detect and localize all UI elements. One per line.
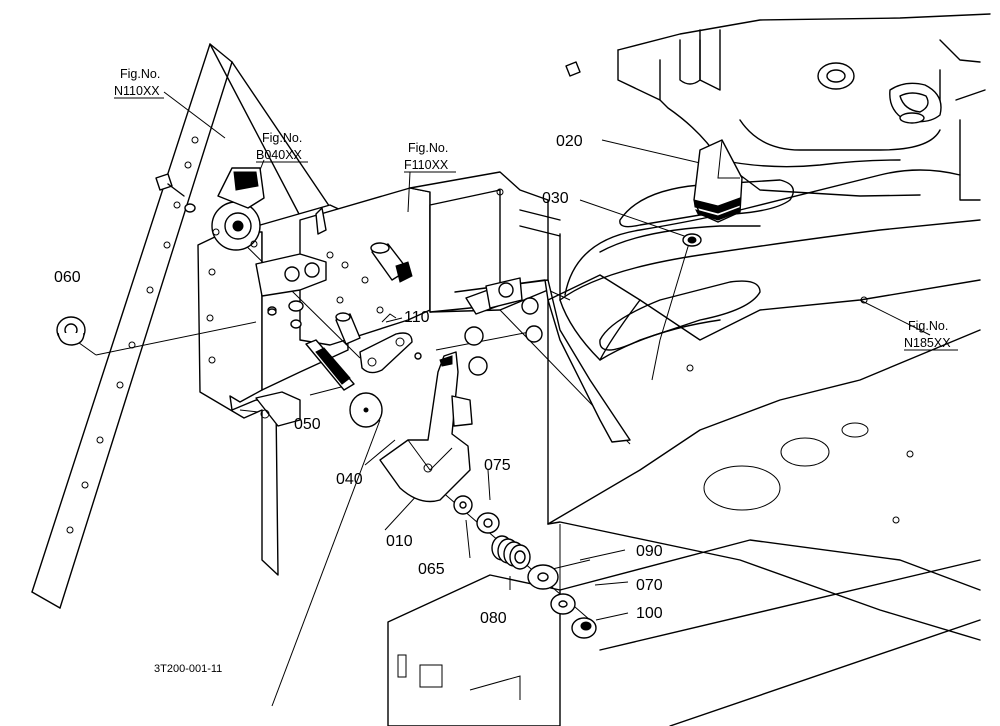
fig-ref-title: Fig.No. [908, 319, 948, 333]
spring-part-080 [491, 535, 531, 570]
washer-part-090 [527, 564, 559, 590]
threaded-rod-part-050 [267, 308, 355, 391]
knob-part-020 [693, 139, 743, 223]
sensor-housing [211, 167, 265, 251]
washer-part-040 [349, 392, 383, 428]
shaft-upper [370, 242, 413, 283]
drawing-code: 3T200-001-11 [154, 663, 222, 675]
callout-020: 020 [556, 133, 583, 150]
callout-100: 100 [636, 605, 663, 622]
nut-part-030 [682, 233, 702, 247]
fig-ref-title: Fig.No. [262, 131, 302, 145]
callout-065: 065 [418, 561, 445, 578]
callout-110: 110 [404, 309, 430, 326]
center-frame-plate [409, 171, 631, 445]
machine-body [387, 13, 991, 726]
callout-010: 010 [386, 533, 413, 550]
sensor-bracket [255, 253, 327, 329]
left-frame-structure [31, 43, 381, 707]
nut-part-100 [571, 617, 597, 639]
link-plate-part-110 [359, 313, 422, 374]
callout-050: 050 [294, 416, 321, 433]
callout-080: 080 [480, 610, 507, 627]
fig-ref-title: Fig.No. [120, 67, 160, 81]
fig-ref-number: B040XX [256, 148, 303, 162]
washer-part-075 [476, 512, 500, 534]
callout-070: 070 [636, 577, 663, 594]
washer-part-065 [453, 495, 473, 515]
fig-ref-number: F110XX [404, 158, 449, 172]
set-screw [565, 61, 581, 77]
washer-part-070 [550, 593, 576, 615]
part-callouts: 020 030 060 110 050 040 010 075 065 080 … [54, 133, 663, 627]
callout-075: 075 [484, 457, 511, 474]
figure-references: Fig.No. N110XX Fig.No. B040XX Fig.No. F1… [114, 67, 958, 351]
mount-bolts [464, 277, 543, 376]
fig-ref-title: Fig.No. [408, 141, 448, 155]
screw-left [155, 173, 196, 213]
shaft-middle [335, 312, 361, 345]
collar-part-060 [56, 316, 86, 346]
callout-090: 090 [636, 543, 663, 560]
callout-040: 040 [336, 471, 363, 488]
fig-ref-number: N185XX [904, 336, 951, 350]
parts [56, 61, 743, 639]
callout-060: 060 [54, 269, 81, 286]
fig-ref-number: N110XX [114, 84, 160, 98]
lever-part-010 [379, 351, 473, 503]
callout-030: 030 [542, 190, 569, 207]
